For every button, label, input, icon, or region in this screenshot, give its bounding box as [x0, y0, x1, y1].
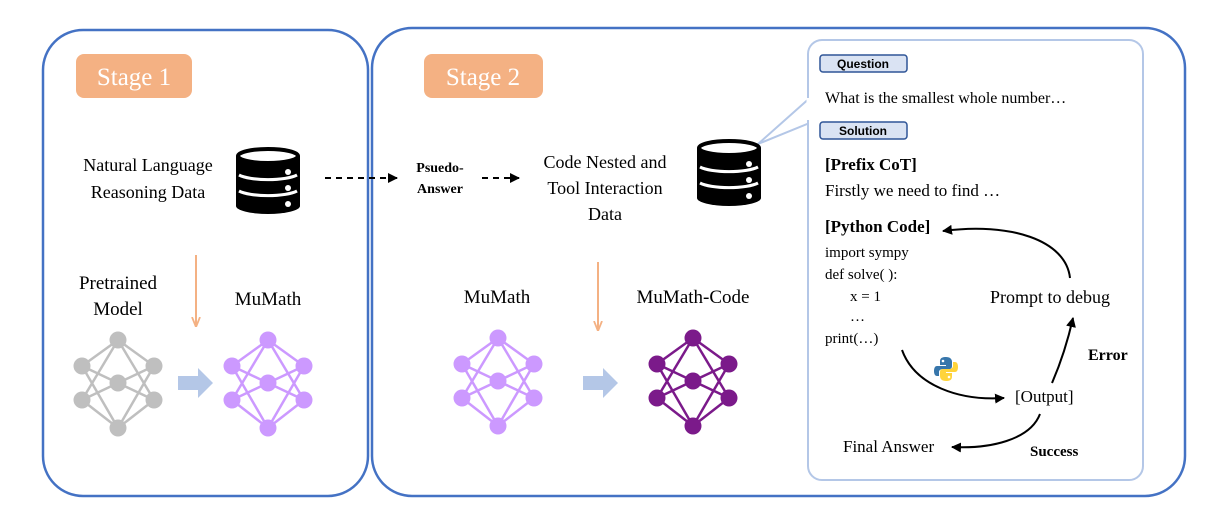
network-edge	[496, 363, 536, 427]
question-tag: Question	[837, 57, 889, 71]
network-node	[73, 357, 91, 375]
network-node	[109, 331, 127, 349]
network-edge	[496, 337, 536, 399]
network-edge	[460, 363, 500, 427]
network-node	[73, 391, 91, 409]
network-node	[145, 391, 163, 409]
network-node	[720, 389, 738, 407]
network-node	[145, 357, 163, 375]
prompt-to-debug-label: Prompt to debug	[990, 287, 1110, 307]
question-text: What is the smallest whole number…	[825, 90, 1066, 107]
stage2-label: Stage 2	[446, 64, 520, 91]
network-edge	[691, 337, 731, 399]
code-line: print(…)	[825, 331, 878, 347]
network-node	[295, 357, 313, 375]
network-node	[109, 419, 127, 437]
network-node	[525, 355, 543, 373]
stage1-label: Stage 1	[97, 64, 171, 91]
success-arrow	[951, 413, 1041, 453]
stage2-data-label-line3: Data	[588, 204, 622, 224]
code-line: import sympy	[825, 245, 909, 261]
network-node	[453, 355, 471, 373]
solution-tag-box	[819, 121, 908, 140]
network-node	[525, 389, 543, 407]
network-node	[295, 391, 313, 409]
final-answer-label: Final Answer	[843, 437, 934, 456]
network-edge	[80, 365, 120, 429]
python-logo-icon	[934, 357, 958, 381]
neural-network-icon	[223, 331, 313, 437]
network-node	[109, 374, 127, 392]
network-edge	[655, 337, 695, 399]
mumath-code-label: MuMath-Code	[637, 287, 750, 308]
callout-pointer	[757, 93, 813, 145]
stage1-box	[41, 28, 370, 498]
error-arrow	[1051, 317, 1076, 384]
code-line: x = 1	[850, 289, 881, 305]
neural-network-icon	[453, 329, 543, 435]
network-node	[648, 389, 666, 407]
stage2-transfer-arrow	[583, 368, 618, 398]
network-node	[259, 331, 277, 349]
stage2-data-label-line1: Code Nested and	[544, 152, 667, 172]
stage2-label-box	[424, 54, 543, 98]
prefix-cot-tag: [Prefix CoT]	[825, 155, 917, 174]
stage2-box	[370, 26, 1187, 498]
network-node	[489, 417, 507, 435]
error-label: Error	[1088, 347, 1128, 364]
network-node	[684, 372, 702, 390]
network-node	[720, 355, 738, 373]
stage1-label-box	[76, 54, 192, 98]
pretrained-model-label-line1: Pretrained	[79, 273, 158, 294]
network-edge	[116, 339, 156, 401]
network-node	[684, 329, 702, 347]
stage1-data-label-line1: Natural Language	[83, 155, 212, 175]
network-edge	[691, 363, 731, 427]
network-node	[453, 389, 471, 407]
stage2-mumath-label: MuMath	[464, 287, 531, 308]
network-node	[684, 417, 702, 435]
network-node	[259, 419, 277, 437]
stage1-transfer-arrow	[178, 368, 213, 398]
network-node	[489, 329, 507, 347]
network-node	[223, 391, 241, 409]
output-label: [Output]	[1015, 387, 1074, 406]
network-edge	[116, 365, 156, 429]
stage1-data-label-line2: Reasoning Data	[91, 182, 205, 202]
network-edge	[266, 365, 306, 429]
database-icon	[695, 139, 763, 208]
success-label: Success	[1030, 444, 1078, 460]
network-edge	[655, 363, 695, 427]
network-node	[259, 374, 277, 392]
stage1-mumath-label: MuMath	[235, 289, 302, 310]
pretrained-model-label-line2: Model	[93, 299, 143, 320]
example-panel	[807, 39, 1144, 481]
pseudo-answer-label-line2: Answer	[417, 182, 463, 197]
network-edge	[230, 365, 270, 429]
question-tag-box	[819, 54, 908, 73]
python-code-tag: [Python Code]	[825, 217, 930, 236]
network-node	[489, 372, 507, 390]
code-line: def solve( ):	[825, 267, 897, 283]
network-edge	[80, 339, 120, 401]
debug-loop-arrow	[942, 224, 1071, 279]
solution-tag: Solution	[839, 124, 887, 138]
pseudo-answer-label-line1: Psuedo-	[416, 161, 464, 176]
network-node	[648, 355, 666, 373]
stage2-data-label-line2: Tool Interaction	[547, 178, 662, 198]
database-icon	[234, 147, 302, 216]
network-edge	[266, 339, 306, 401]
neural-network-icon	[648, 329, 738, 435]
code-line: …	[850, 309, 865, 325]
neural-network-icon	[73, 331, 163, 437]
execute-code-arrow	[901, 349, 1005, 404]
prefix-cot-text: Firstly we need to find …	[825, 181, 1000, 200]
network-node	[223, 357, 241, 375]
network-edge	[460, 337, 500, 399]
network-edge	[230, 339, 270, 401]
